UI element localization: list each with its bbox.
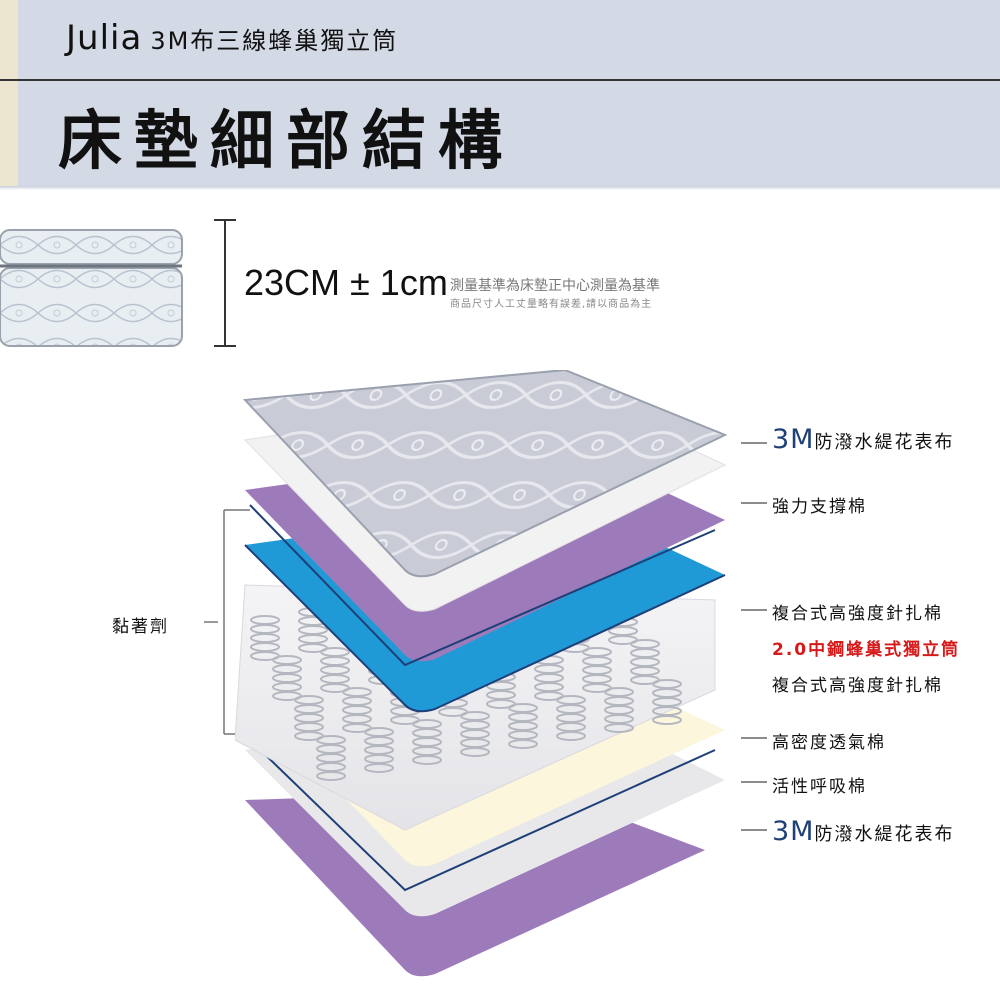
header-divider [0,79,1000,81]
header-shadow [0,186,1000,190]
brand-name: Julia [66,18,143,58]
leader-lines [741,442,767,831]
label-needle-felt-bottom: 複合式高強度針扎棉 [772,676,943,696]
height-bracket [214,219,236,347]
label-support-foam: 強力支撐棉 [772,497,867,517]
label-high-density-foam: 高密度透氣棉 [772,733,886,753]
spring-coil [316,771,346,781]
spring-coil [652,715,682,725]
tolerance-note: 商品尺寸人工丈量略有誤差,請以商品為主 [450,299,653,310]
height-value: 23CM ± 1cm [244,262,448,303]
product-model: 3M布三線蜂巢獨立筒 [150,27,399,55]
header-accent-strip [0,0,18,186]
measurement-note: 測量基準為床墊正中心測量為基準 [450,278,660,294]
header-band [0,0,1000,186]
layer-stack-diagram [235,370,728,977]
glue-label: 黏著劑 [112,617,169,637]
spring-coil [460,747,490,757]
mattress-edge-thumbnail [0,229,183,347]
label-spring-unit: 2.0中鋼蜂巢式獨立筒 [772,640,961,660]
label-top-fabric: 3M防潑水緹花表布 [772,424,955,455]
page-title: 床墊細部結構 [58,105,514,179]
label-breathable-foam: 活性呼吸棉 [772,777,867,797]
spring-coil [604,723,634,733]
spring-coil [508,739,538,749]
spring-coil [412,755,442,765]
label-needle-felt-top: 複合式高強度針扎棉 [772,604,943,624]
layer-top-quilted-fabric [242,370,728,578]
spring-coil [556,731,586,741]
spring-coil [364,763,394,773]
label-bottom-fabric: 3M防潑水緹花表布 [772,816,955,847]
